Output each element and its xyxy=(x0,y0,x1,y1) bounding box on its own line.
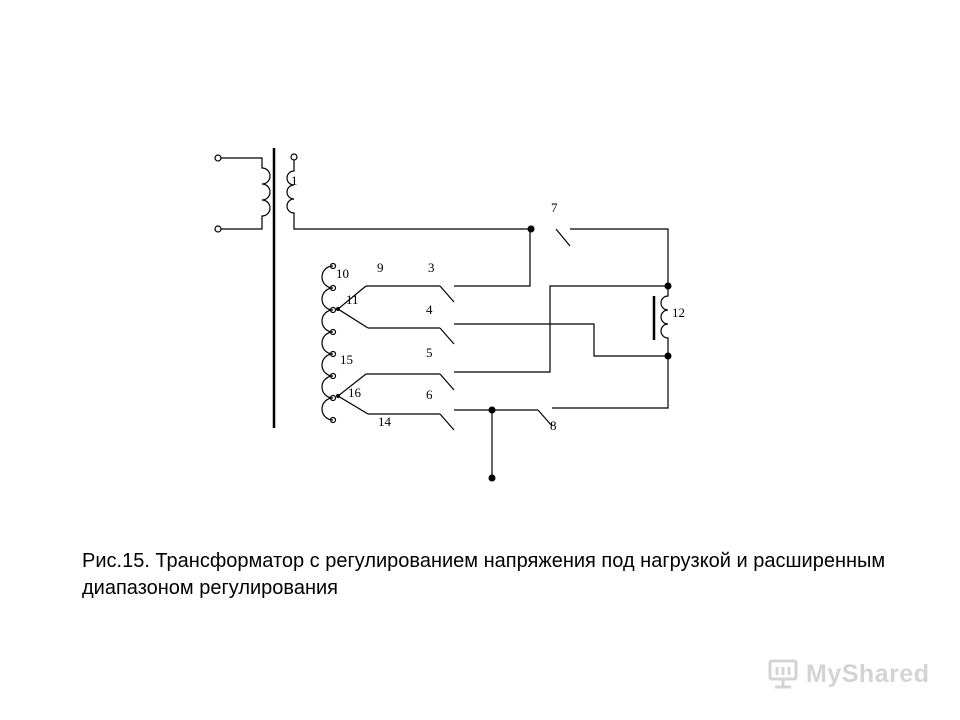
label-1: 1 xyxy=(291,173,298,188)
contact-7-out xyxy=(570,228,669,286)
label-11: 11 xyxy=(346,292,359,307)
contact-4-out xyxy=(454,323,668,357)
label-16: 16 xyxy=(348,385,362,400)
label-14: 14 xyxy=(378,414,392,429)
contact-4-blade xyxy=(439,327,455,345)
tap-terminal-4 xyxy=(329,328,337,336)
contact-6-blade xyxy=(439,413,455,431)
junction-dot xyxy=(336,307,340,311)
primary-terminal-top xyxy=(214,154,222,162)
label-5: 5 xyxy=(426,345,433,360)
tap-terminal-7 xyxy=(329,394,337,402)
junction-dot xyxy=(527,225,535,233)
contact-5-out xyxy=(454,285,668,373)
projector-screen-icon xyxy=(768,659,798,689)
junction-dot xyxy=(664,282,672,290)
secondary-terminal-top xyxy=(290,153,298,161)
regulating-winding xyxy=(321,265,334,421)
junction-dot xyxy=(488,406,496,414)
tap-terminal-8 xyxy=(329,416,337,424)
tap-terminal-5 xyxy=(329,350,337,358)
tap-terminal-3 xyxy=(329,306,337,314)
secondary-winding-1 xyxy=(286,160,531,230)
junction-dot xyxy=(336,394,340,398)
primary-winding xyxy=(221,157,271,230)
watermark-brand: MyShared xyxy=(806,659,930,688)
tap-terminal-2 xyxy=(329,284,337,292)
contact-7-blade xyxy=(555,228,571,247)
contact-3-out xyxy=(454,229,531,287)
contact-8-blade xyxy=(537,409,553,427)
primary-terminal-bottom xyxy=(214,225,222,233)
contact-8-out xyxy=(552,356,669,409)
tap-terminal-6 xyxy=(329,372,337,380)
label-6: 6 xyxy=(426,387,433,402)
reactor-winding xyxy=(660,286,669,356)
watermark-logo: MyShared xyxy=(766,654,929,694)
label-12: 12 xyxy=(672,305,685,320)
label-10: 10 xyxy=(336,266,349,281)
label-15: 15 xyxy=(340,352,353,367)
tap-terminal-1 xyxy=(329,262,337,270)
contact-5-blade xyxy=(439,373,455,391)
label-9: 9 xyxy=(377,260,384,275)
label-4: 4 xyxy=(426,302,433,317)
figure-caption: Рис.15. Трансформатор с регулированием н… xyxy=(82,550,886,599)
label-8: 8 xyxy=(550,418,557,433)
label-7: 7 xyxy=(551,200,558,215)
label-3: 3 xyxy=(428,260,435,275)
contact-3-blade xyxy=(439,285,455,303)
junction-dot xyxy=(664,352,672,360)
neutral-terminal xyxy=(488,474,496,482)
